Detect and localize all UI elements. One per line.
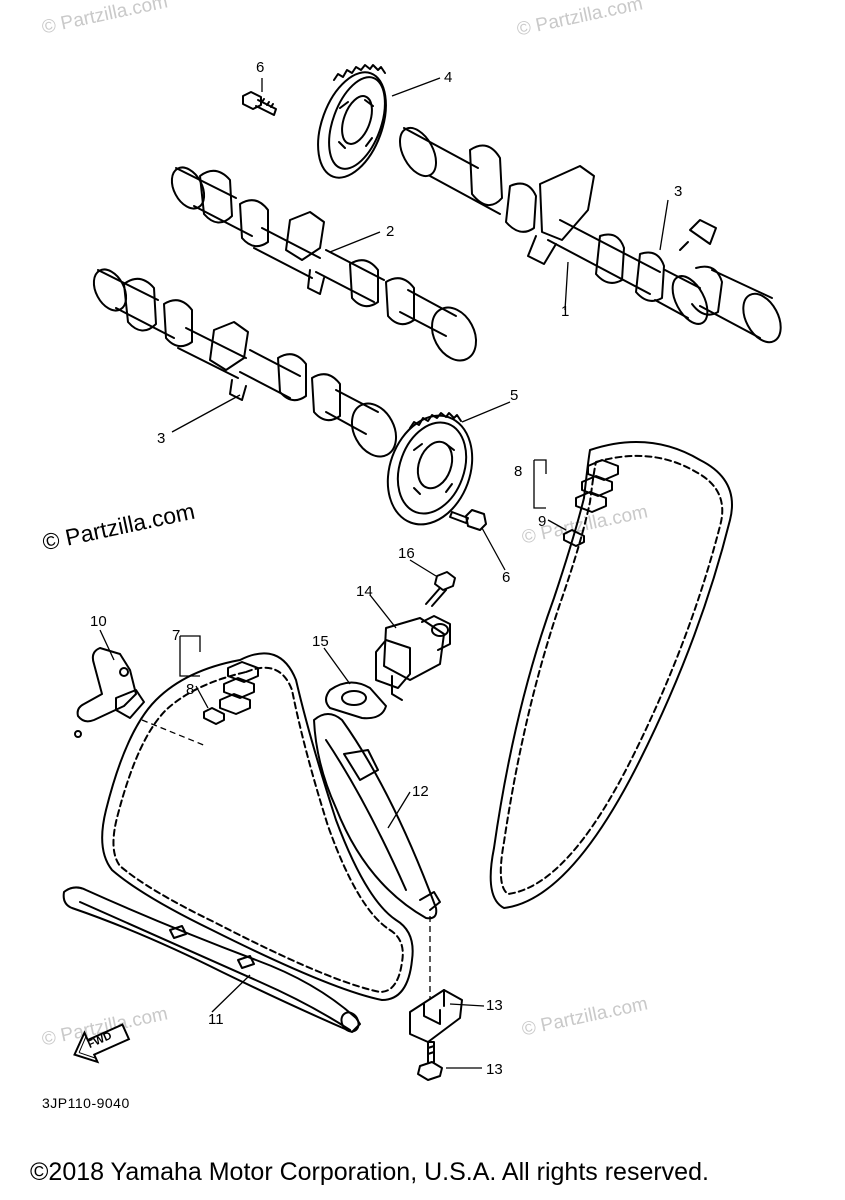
fwd-arrow (73, 1023, 131, 1064)
stopper-12 (409, 989, 463, 1043)
chain-link-7-left (219, 661, 259, 715)
sprocket-5 (386, 412, 474, 526)
bolt-13 (417, 1041, 443, 1081)
callout-9: 10 (90, 613, 107, 630)
gasket-15 (325, 681, 387, 720)
callout-5: 5 (510, 387, 519, 404)
callout-12: 13 (486, 997, 503, 1014)
callout-8-right: 9 (538, 513, 547, 530)
cam-chain-left (101, 652, 414, 1001)
tensioner-14 (375, 615, 451, 701)
callout-2: 2 (386, 223, 395, 240)
sprocket-4 (317, 64, 387, 179)
camshaft-2 (170, 166, 478, 362)
callout-3-right: 3 (674, 183, 683, 200)
chain-guide-9 (74, 647, 145, 738)
callout-13: 13 (486, 1061, 503, 1078)
callout-1: 1 (561, 303, 570, 320)
callout-6-middle: 6 (502, 569, 511, 586)
chain-link-8-right (563, 529, 585, 547)
bolt-6-middle (449, 509, 487, 531)
callout-7-left: 7 (172, 627, 181, 644)
callout-16: 16 (398, 545, 415, 562)
callout-3-left: 3 (157, 430, 166, 447)
callout-4: 4 (444, 69, 453, 86)
cam-chain-right (489, 441, 733, 909)
callout-15: 15 (312, 633, 329, 650)
callout-11: 12 (412, 783, 429, 800)
callout-6-top: 6 (256, 59, 265, 76)
camshaft-3-right (398, 126, 782, 344)
bolt-6-top (242, 91, 277, 116)
chain-link-7-right (575, 459, 619, 513)
callout-14: 14 (356, 583, 373, 600)
copyright-notice: ©2018 Yamaha Motor Corporation, U.S.A. A… (30, 1158, 709, 1186)
chain-link-8-left (203, 707, 225, 725)
callout-7-right: 8 (514, 463, 523, 480)
bolt-16 (425, 571, 456, 607)
callout-10: 11 (208, 1011, 224, 1028)
callout-8-left: 8 (186, 681, 195, 698)
diagram-code: 3JP110-9040 (42, 1095, 130, 1111)
chain-guide-11 (313, 713, 441, 920)
leader-lines (99, 77, 669, 1069)
